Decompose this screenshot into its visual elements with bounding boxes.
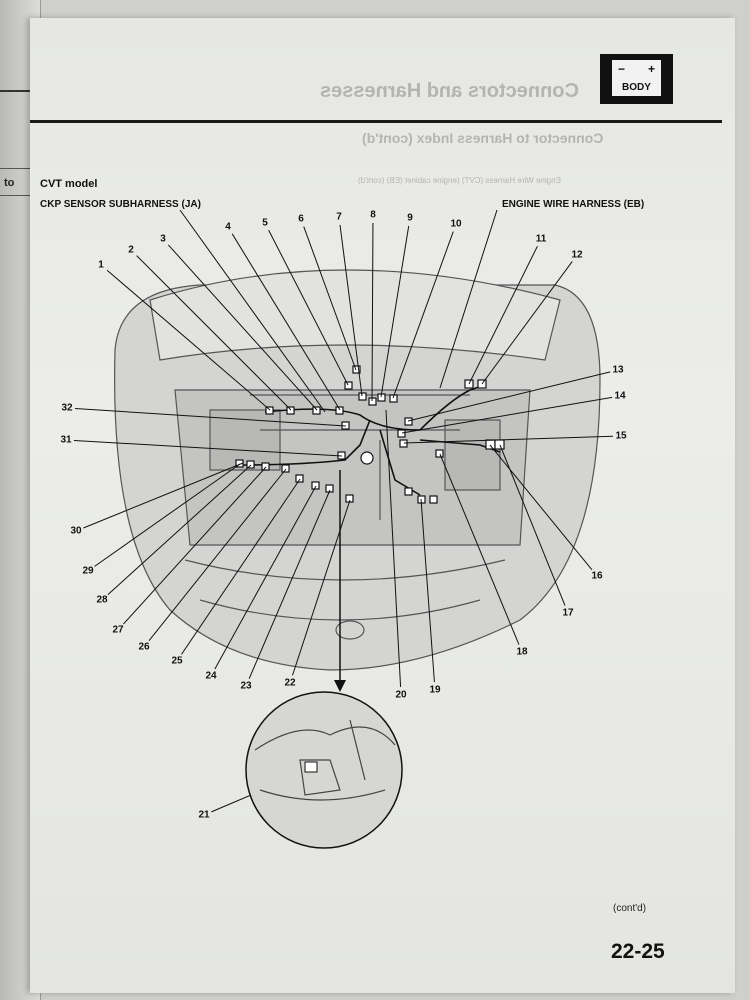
battery-icon: − + BODY <box>612 60 661 96</box>
callout-leader-31 <box>73 439 343 457</box>
callout-number: 21 <box>198 809 210 821</box>
callout-number: 5 <box>262 217 268 229</box>
callout-number: 26 <box>138 641 150 653</box>
callout-leader-20 <box>385 409 402 688</box>
callout-number: 28 <box>96 594 108 606</box>
minus-sign: − <box>618 62 626 76</box>
callout-leader-5 <box>268 229 349 386</box>
callout-number: 10 <box>450 218 462 230</box>
plus-sign: + <box>647 62 655 76</box>
callout-leader-10 <box>392 231 454 399</box>
callout-leader-28 <box>107 464 252 595</box>
ckp-harness-label: CKP SENSOR SUBHARNESS (JA) <box>40 199 201 210</box>
callout-leader-17 <box>499 444 566 606</box>
callout-leader-4 <box>231 233 341 411</box>
engine-harness-leader <box>439 209 498 389</box>
callout-number: 27 <box>112 624 124 636</box>
model-label: CVT model <box>40 178 98 190</box>
callout-number: 4 <box>225 221 231 233</box>
callout-leader-26 <box>148 468 287 642</box>
divider <box>0 90 30 92</box>
callout-leader-27 <box>123 466 267 625</box>
callout-number: 22 <box>284 677 296 689</box>
arrowhead-icon <box>334 680 346 692</box>
callout-leader-23 <box>248 489 331 679</box>
callout-leader-15 <box>403 435 614 444</box>
continued-note: (cont'd) <box>613 903 647 914</box>
callout-leader-29 <box>94 463 241 567</box>
callout-leader-32 <box>74 408 347 427</box>
callout-number: 1 <box>98 259 104 271</box>
callout-number: 24 <box>205 670 217 682</box>
callout-leader-19 <box>420 498 435 683</box>
callout-number: 17 <box>562 607 574 619</box>
page-number: 22-25 <box>611 940 665 963</box>
callout-number: 19 <box>429 684 441 696</box>
callout-number: 8 <box>370 209 376 221</box>
callout-leader-30 <box>83 462 244 529</box>
badge-label: BODY <box>622 82 651 93</box>
callout-number: 16 <box>591 570 603 582</box>
connector-markers <box>235 365 505 504</box>
callout-leader-2 <box>136 255 292 411</box>
ckp-harness-leader <box>179 209 326 413</box>
callout-number: 20 <box>395 689 407 701</box>
callout-number: 7 <box>336 211 342 223</box>
callout-leader-8 <box>371 222 374 402</box>
callout-leader-13 <box>407 371 611 422</box>
callout-leader-7 <box>339 224 363 397</box>
engine-bay-drawing <box>114 269 601 671</box>
callout-leader-24 <box>214 485 317 670</box>
callout-number: 13 <box>612 364 624 376</box>
callout-number: 15 <box>615 430 627 442</box>
callout-number: 2 <box>128 244 134 256</box>
callout-leader-16 <box>489 444 593 571</box>
body-section-badge: − + BODY <box>600 54 673 104</box>
callout-number: 23 <box>240 680 252 692</box>
engine-harness-label: ENGINE WIRE HARNESS (EB) <box>502 199 645 210</box>
callout-number: 9 <box>407 212 413 224</box>
callout-number: 6 <box>298 213 304 225</box>
callout-number: 25 <box>171 655 183 667</box>
callout-leader-3 <box>167 244 318 411</box>
callout-leader-lines <box>73 222 614 813</box>
callout-number: 14 <box>614 390 626 402</box>
detail-view-circle <box>245 691 403 849</box>
callout-leader-6 <box>303 226 357 371</box>
callout-leader-9 <box>380 225 410 398</box>
callout-leader-11 <box>468 245 538 385</box>
callout-leader-1 <box>106 269 271 411</box>
callout-number: 30 <box>70 525 82 537</box>
callout-leader-12 <box>481 261 573 385</box>
callout-leader-25 <box>181 478 301 655</box>
callout-number: 31 <box>60 434 72 446</box>
callout-number: 29 <box>82 565 94 577</box>
callout-number: 32 <box>61 402 73 414</box>
callout-number: 11 <box>535 233 547 245</box>
callout-leader-18 <box>439 453 520 645</box>
callout-number: 3 <box>160 233 166 245</box>
callout-number: 18 <box>516 646 528 658</box>
header-rule <box>30 120 722 123</box>
callout-leader-14 <box>401 396 613 434</box>
callout-number: 12 <box>571 249 583 261</box>
